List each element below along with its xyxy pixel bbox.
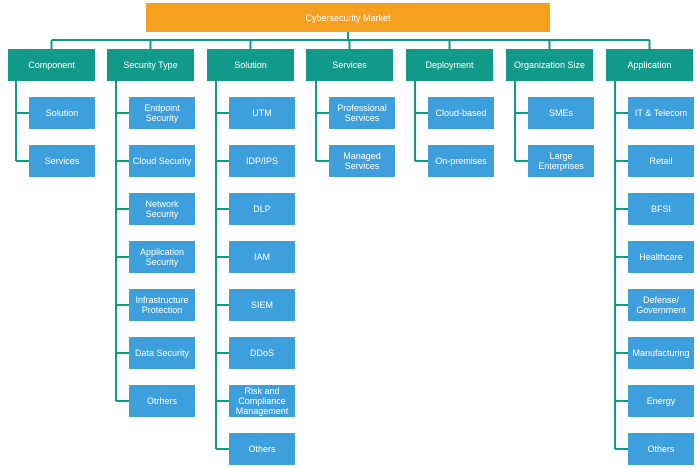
category-label: Deployment [425, 60, 474, 70]
leaf-label: UTM [252, 108, 272, 118]
category-label: Solution [234, 60, 267, 70]
leaf-label: Application Security [139, 247, 185, 267]
leaf-node: Application Security [129, 241, 195, 273]
category-node: Solution [207, 49, 294, 81]
leaf-node: Others [628, 433, 694, 465]
leaf-node: IAM [229, 241, 295, 273]
leaf-label: Managed Services [343, 151, 381, 171]
leaf-label: Risk and Compliance Management [235, 386, 289, 416]
leaf-node: Managed Services [329, 145, 395, 177]
leaf-label: Cloud-based [435, 108, 487, 118]
leaf-node: Infrastructure Protection [129, 289, 195, 321]
leaf-node: Data Security [129, 337, 195, 369]
category-node: Deployment [406, 49, 493, 81]
leaf-node: UTM [229, 97, 295, 129]
category-node: Security Type [107, 49, 194, 81]
leaf-label: Others [647, 444, 675, 454]
leaf-node: Professional Services [329, 97, 395, 129]
leaf-label: IAM [253, 252, 270, 262]
leaf-node: Cloud-based [428, 97, 494, 129]
leaf-label: Manufacturing [632, 348, 690, 358]
leaf-label: SIEM [250, 300, 273, 310]
leaf-node: Network Security [129, 193, 195, 225]
leaf-label: Infrastructure Protection [135, 295, 189, 315]
leaf-node: DDoS [229, 337, 295, 369]
leaf-label: Network Security [145, 199, 179, 219]
leaf-node: Solution [29, 97, 95, 129]
leaf-node: Healthcare [628, 241, 694, 273]
category-node: Component [8, 49, 95, 81]
category-label: Services [332, 60, 367, 70]
leaf-label: Endpoint Security [144, 103, 180, 123]
leaf-node: SMEs [528, 97, 594, 129]
leaf-node: Manufacturing [628, 337, 694, 369]
leaf-node: Endpoint Security [129, 97, 195, 129]
leaf-label: Retail [649, 156, 673, 166]
category-label: Security Type [123, 60, 178, 70]
category-node: Services [306, 49, 393, 81]
leaf-node: Risk and Compliance Management [229, 385, 295, 417]
leaf-node: Otrhers [129, 385, 195, 417]
leaf-label: Professional Services [337, 103, 387, 123]
category-node: Organization Size [506, 49, 593, 81]
leaf-node: DLP [229, 193, 295, 225]
root-title: Cybersecurity Market [305, 12, 391, 23]
category-label: Organization Size [513, 60, 586, 70]
leaf-label: Cloud Security [132, 156, 192, 166]
category-label: Application [627, 60, 672, 70]
leaf-label: Healthcare [639, 252, 683, 262]
leaf-node: Large Enterprises [528, 145, 594, 177]
leaf-node: Energy [628, 385, 694, 417]
leaf-label: BFSI [650, 204, 671, 214]
leaf-label: DDoS [249, 348, 274, 358]
leaf-node: Retail [628, 145, 694, 177]
leaf-label: DLP [253, 204, 271, 214]
leaf-label: Large Enterprises [538, 151, 584, 171]
leaf-node: Services [29, 145, 95, 177]
leaf-label: Data Security [134, 348, 190, 358]
root-node: Cybersecurity Market [146, 3, 550, 32]
leaf-node: On-premises [428, 145, 494, 177]
leaf-label: Others [248, 444, 276, 454]
leaf-label: Solution [45, 108, 79, 118]
category-node: Application [606, 49, 693, 81]
leaf-label: On-premises [435, 156, 487, 166]
leaf-node: Cloud Security [129, 145, 195, 177]
leaf-label: Otrhers [146, 396, 177, 406]
leaf-label: IT & Telecom [634, 108, 688, 118]
leaf-node: BFSI [628, 193, 694, 225]
leaf-node: Others [229, 433, 295, 465]
leaf-label: Services [44, 156, 80, 166]
category-label: Component [28, 60, 75, 70]
leaf-label: IDP/IPS [245, 156, 278, 166]
leaf-label: Energy [646, 396, 676, 406]
leaf-label: Defense/ Government [636, 295, 686, 315]
leaf-node: Defense/ Government [628, 289, 694, 321]
leaf-node: SIEM [229, 289, 295, 321]
leaf-label: SMEs [548, 108, 573, 118]
leaf-node: IDP/IPS [229, 145, 295, 177]
leaf-node: IT & Telecom [628, 97, 694, 129]
